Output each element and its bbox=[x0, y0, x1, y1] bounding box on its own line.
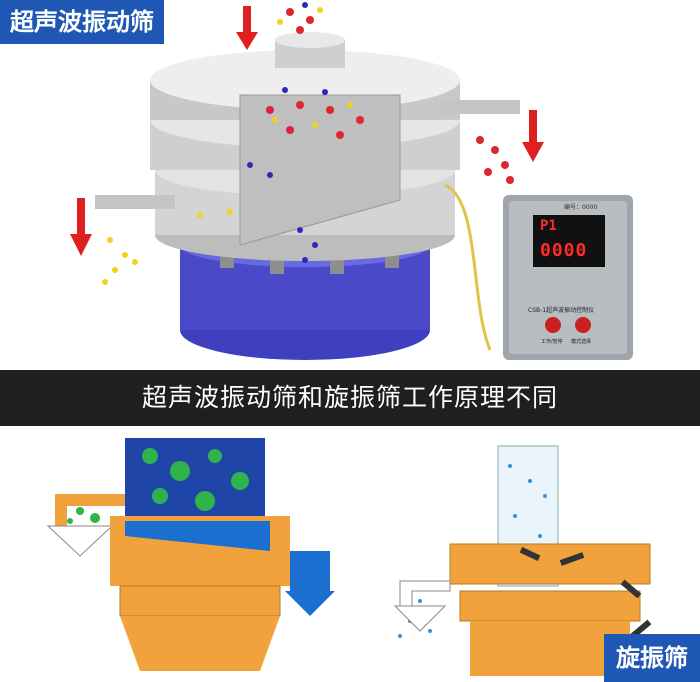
ultrasonic-sieve-drawing bbox=[70, 2, 633, 360]
controller-button-right-label: 模式选择 bbox=[571, 339, 592, 345]
discharge-spout-right bbox=[440, 100, 520, 114]
screen-flow bbox=[125, 521, 270, 551]
control-cable bbox=[444, 183, 492, 351]
left-chute bbox=[55, 494, 125, 526]
down-arrow-icon bbox=[522, 110, 544, 162]
blue-discharge bbox=[290, 551, 330, 591]
controller-button-left[interactable] bbox=[545, 317, 561, 333]
display-line2: 0000 bbox=[540, 240, 588, 261]
green-particles bbox=[67, 448, 249, 524]
footer-tag: 旋振筛 bbox=[604, 634, 700, 682]
banner: 超声波振动筛和旋振筛工作原理不同 bbox=[0, 370, 700, 426]
yellow-particles bbox=[102, 7, 353, 285]
discharge-spout-left bbox=[95, 195, 175, 209]
display-line1: P1 bbox=[540, 218, 557, 234]
controller-display bbox=[533, 215, 605, 267]
controller-caption: CSB-1超声波振动控制仪 bbox=[528, 307, 595, 314]
down-arrow-icon bbox=[70, 198, 92, 256]
cutaway bbox=[239, 94, 401, 246]
down-arrow-icon bbox=[236, 6, 258, 50]
header-tag: 超声波振动筛 bbox=[0, 0, 164, 44]
ultrasonic-sieve-illustration: 编号：0000 P1 0000 CSB-1超声波振动控制仪 工作/暂停 模式选择… bbox=[0, 0, 633, 360]
comparison-diagrams: 旋振筛 bbox=[0, 426, 700, 682]
sieve-body-right bbox=[449, 543, 651, 585]
frame-left bbox=[119, 585, 281, 617]
controller-button-left-label: 工作/暂停 bbox=[541, 339, 563, 345]
blue-particles bbox=[247, 2, 328, 263]
down-arrow-icon bbox=[393, 605, 447, 632]
dark-particles bbox=[519, 547, 652, 639]
comparison-drawing bbox=[46, 438, 652, 676]
stand-right bbox=[470, 621, 630, 676]
down-arrow-icon bbox=[46, 525, 114, 557]
stand-left bbox=[120, 616, 280, 671]
frame-right bbox=[459, 590, 641, 622]
feed-inlet-top bbox=[275, 32, 345, 48]
right-chute bbox=[399, 580, 451, 607]
controller-serial: 编号：0000 bbox=[564, 204, 598, 211]
down-arrow-icon bbox=[285, 591, 335, 616]
red-particles bbox=[266, 8, 514, 184]
controller-button-right[interactable] bbox=[575, 317, 591, 333]
